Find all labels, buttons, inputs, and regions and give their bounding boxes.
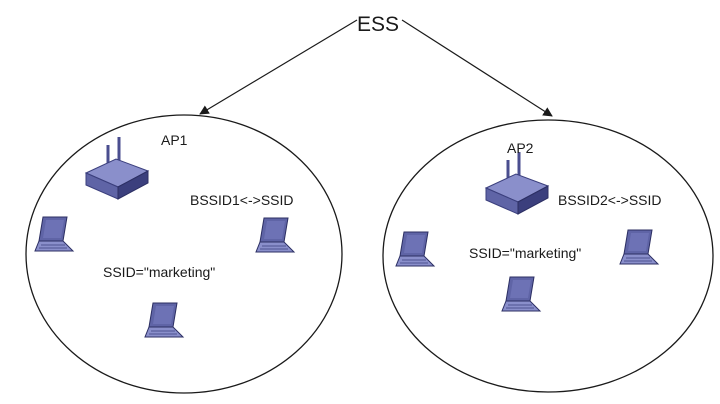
bss-2-boundary [382, 119, 714, 393]
ssid-label-bss2: SSID="marketing" [469, 245, 581, 261]
bssid2-label: BSSID2<->SSID [558, 192, 662, 208]
ap1-label: AP1 [161, 132, 188, 148]
bss-1: AP1 BSSID1<->SSID SSID="marketing" [25, 114, 343, 394]
bssid1-label: BSSID1<->SSID [190, 192, 294, 208]
arrow-to-bss1 [199, 19, 358, 115]
ssid-label-bss1: SSID="marketing" [103, 264, 215, 280]
bss-2: AP2 BSSID2<->SSID SSID="marketing" [382, 119, 714, 393]
ap2-label: AP2 [507, 140, 534, 156]
arrow-to-bss2 [401, 19, 553, 117]
bss-1-boundary [25, 114, 343, 394]
ess-label: ESS [357, 13, 399, 36]
